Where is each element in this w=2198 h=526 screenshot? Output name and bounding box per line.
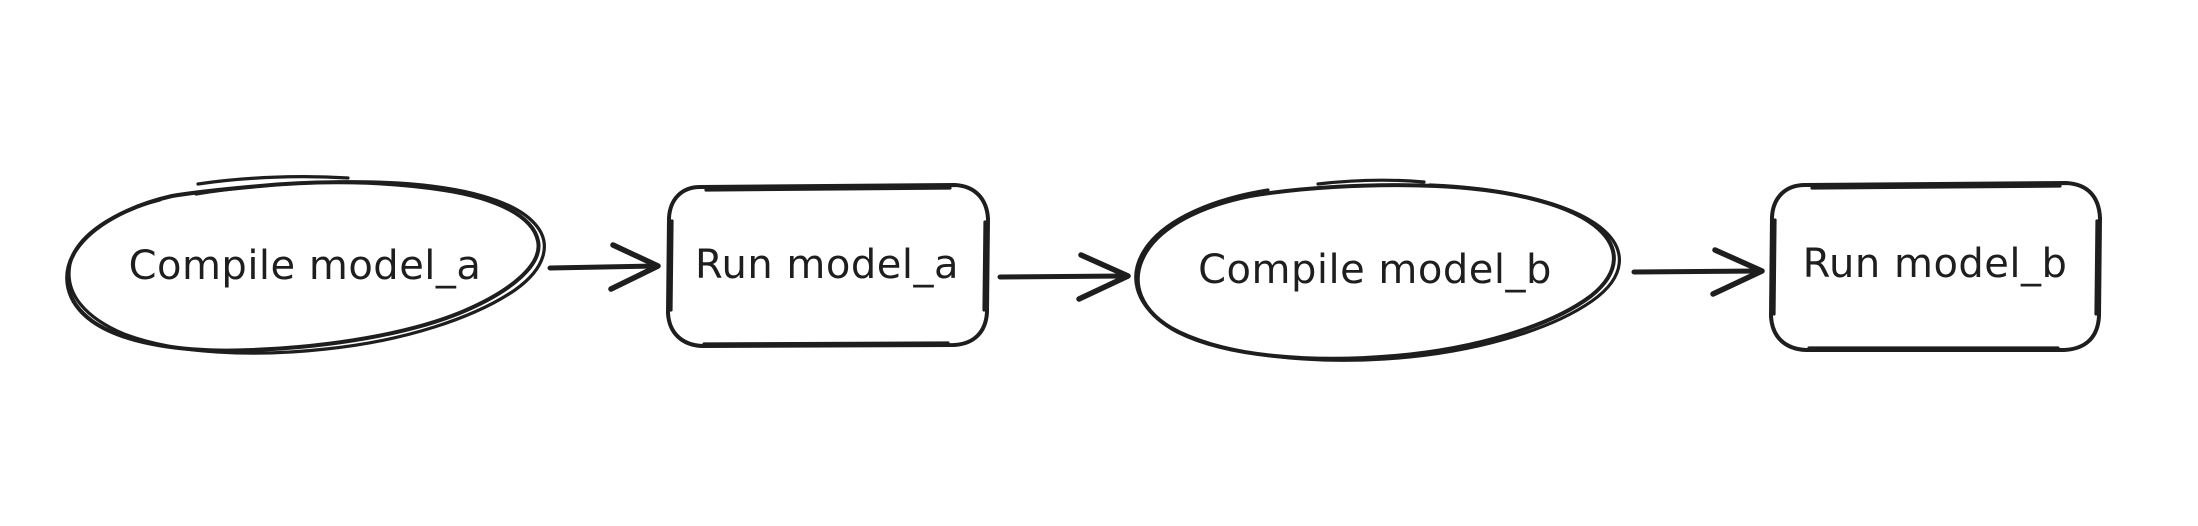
node-compile-model-b[interactable]: Compile model_b [1134, 178, 1621, 362]
node-compile-model-b-outline-second [1134, 183, 1621, 362]
node-run-model-b[interactable]: Run model_b [1769, 181, 2102, 352]
edge-3-line [1631, 268, 1762, 275]
node-run-model-a[interactable]: Run model_a [666, 183, 990, 348]
edge-1-line [547, 263, 658, 271]
node-compile-model-a-outline-second [67, 180, 546, 355]
edge-1-arrowhead-icon [608, 242, 661, 292]
node-run-model-a-label: Run model_a [695, 242, 959, 288]
node-run-model-a-outline [666, 183, 990, 348]
edge-compile-b-to-run-b [1631, 247, 1765, 297]
node-run-model-b-label: Run model_b [1803, 241, 2068, 287]
node-run-model-a-outline-second [669, 186, 987, 346]
edge-compile-a-to-run-a [547, 242, 661, 292]
node-compile-model-a-label: Compile model_a [129, 243, 482, 289]
edge-run-a-to-compile-b [997, 252, 1131, 302]
node-run-model-b-outline [1769, 181, 2102, 352]
node-compile-model-a[interactable]: Compile model_a [65, 175, 546, 355]
node-compile-model-b-fill [1138, 184, 1612, 357]
node-run-model-a-fill [666, 185, 988, 345]
edge-3-arrowhead-icon [1710, 247, 1765, 297]
edge-2-line [997, 273, 1128, 280]
node-run-model-b-outline-second [1772, 184, 2099, 350]
node-run-model-b-fill [1770, 183, 2100, 350]
node-compile-model-b-label: Compile model_b [1198, 247, 1552, 293]
edge-2-arrowhead-icon [1076, 252, 1131, 302]
node-compile-model-a-overshoot [196, 175, 350, 186]
node-compile-model-a-fill [66, 186, 545, 346]
node-compile-model-b-overshoot [1316, 178, 1426, 186]
